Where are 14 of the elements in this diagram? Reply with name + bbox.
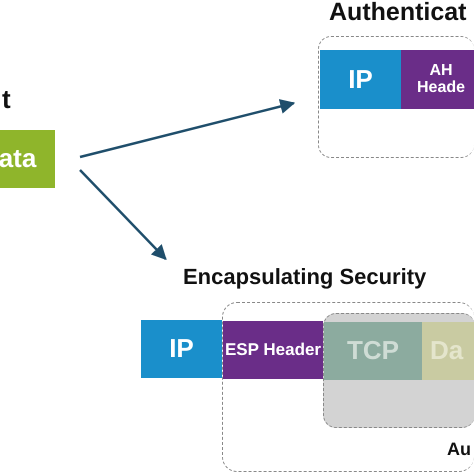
ip-box: IP (320, 50, 401, 109)
dashed-outline (318, 36, 474, 158)
header-box: AH Heade (401, 50, 474, 109)
header-box: ESP Header (223, 321, 323, 379)
heading: Encapsulating Security (183, 262, 474, 292)
shaded-region (323, 313, 474, 428)
tcp-box: TCP (324, 322, 422, 380)
dashed-outline (222, 302, 474, 472)
heading: t (2, 84, 11, 115)
heading: Authenticat (329, 0, 466, 27)
arrow (80, 99, 296, 158)
arrow (79, 169, 167, 260)
node-label: Au (447, 440, 471, 459)
ip-box: IP (141, 320, 222, 378)
